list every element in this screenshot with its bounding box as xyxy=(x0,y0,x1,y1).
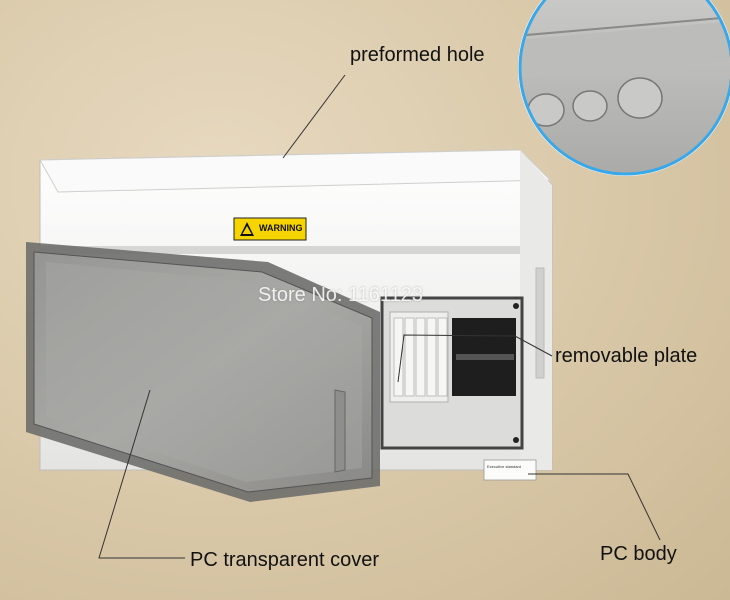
warning-sticker-text: WARNING xyxy=(259,223,303,233)
standard-label xyxy=(483,459,537,481)
label-pc-body: PC body xyxy=(600,543,677,565)
breaker-window xyxy=(380,296,524,450)
leader-preformed-hole xyxy=(282,74,346,159)
leader-pc-body xyxy=(528,473,661,541)
pc-transparent-cover xyxy=(26,242,380,502)
warning-sticker xyxy=(233,217,307,241)
leader-removable-plate xyxy=(397,334,553,383)
removable-plate xyxy=(393,317,448,397)
preformed-hole-callout xyxy=(518,0,730,176)
standard-label-text: Executive standard xyxy=(487,464,522,469)
label-removable-plate: removable plate xyxy=(555,345,698,367)
preformed-hole-icons xyxy=(527,77,663,127)
label-preformed-hole: preformed hole xyxy=(350,44,485,66)
store-watermark: Store No: 1161123 xyxy=(258,284,423,306)
label-pc-transparent-cover: PC transparent cover xyxy=(190,549,379,571)
leader-lines xyxy=(98,74,661,559)
leader-pc-transparent-cover xyxy=(98,389,185,559)
